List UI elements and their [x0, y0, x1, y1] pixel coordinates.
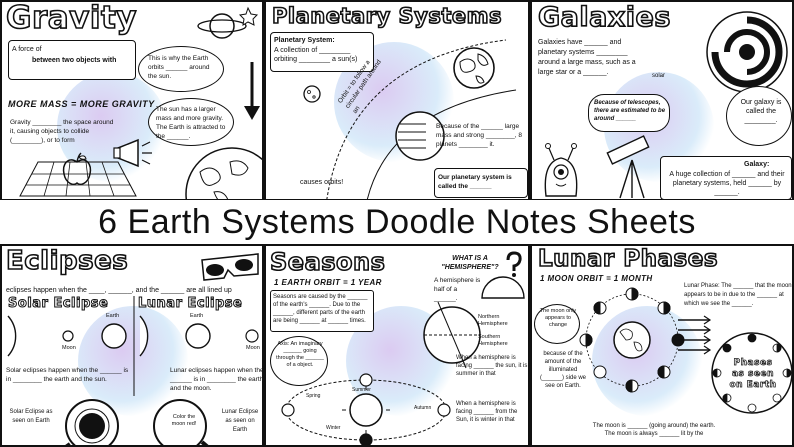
watermark-blob	[592, 306, 702, 416]
force-line1: A force of	[12, 46, 42, 53]
moon-doodle-icon	[303, 85, 321, 103]
mass-slogan: MORE MASS = MORE GRAVITY	[8, 99, 155, 109]
lunar-magnifier-icon	[153, 399, 209, 445]
telescope-text: Because of telescopes, there are estimat…	[594, 100, 666, 122]
facing-winter: When a hemisphere is facing ______ from …	[456, 401, 518, 423]
earth-orbit-eq: 1 EARTH ORBIT = 1 YEAR	[274, 278, 382, 287]
megaphone-icon	[113, 138, 152, 168]
half-sphere-icon	[481, 276, 525, 299]
sun-bubble	[148, 98, 234, 146]
lunar-seen-text: Lunar Eclipse as seen on Earth	[221, 409, 259, 433]
solar-text: Solar eclipses happen when the ______ is…	[6, 367, 129, 383]
solar-eclipse-diagram	[7, 315, 127, 357]
moon-phase-orbit	[579, 287, 685, 393]
southern-label: Southern Hemisphere	[478, 334, 508, 347]
galaxy-heading: Galaxy:	[744, 161, 770, 168]
eclipse-divider	[133, 296, 135, 396]
planetary-def: A collection of ________ orbiting ______…	[274, 47, 358, 63]
eclipse-glasses-icon	[201, 253, 259, 281]
orbit-bubble	[138, 46, 224, 92]
facing-summer: When a hemisphere is facing ______ the s…	[456, 355, 528, 377]
black-hole-icon	[706, 11, 788, 93]
question-mark-icon	[506, 251, 522, 277]
our-galaxy-bubble	[726, 86, 792, 146]
lunar-panel: Lunar Phases 1 MOON ORBIT = 1 MONTH Luna…	[530, 244, 794, 447]
galaxy-def: A huge collection of ______ and their pl…	[669, 171, 785, 196]
eclipses-title: Eclipses	[5, 246, 129, 277]
season-label-autumn: Autumn	[414, 405, 432, 411]
appears-bubble	[534, 304, 580, 344]
tilted-earth-icon	[423, 301, 481, 369]
galaxy-def-box	[660, 156, 792, 199]
hemisphere-question: WHAT IS A "HEMISPHERE"?	[441, 255, 499, 271]
axis-bubble	[270, 336, 328, 386]
solar-moon-label: Moon	[62, 345, 76, 351]
galaxies-panel: Galaxies Galaxies have ______ and planet…	[530, 0, 794, 201]
eclipses-intro: eclipses happen when the ____, ______, a…	[6, 287, 232, 294]
orbit-note: The moon is ______ (going around) the ea…	[592, 423, 716, 437]
our-system-box	[434, 168, 528, 198]
lunar-earth-label: Earth	[190, 313, 204, 319]
alien-icon	[544, 143, 578, 197]
solar-label: solar	[652, 73, 666, 79]
season-label-spring: Spring	[306, 393, 321, 399]
northern-label: Northern Hemisphere	[478, 314, 508, 327]
gravity-panel: Gravity A force of between two objects w…	[0, 0, 264, 201]
phase-def: Lunar Phase: The ______ that the moon ap…	[684, 283, 792, 307]
moon-note-text: Color the moon red!	[171, 414, 197, 427]
phases-seen-text: Phases as seen on Earth	[729, 358, 777, 391]
planetary-heading: Planetary System:	[274, 37, 335, 44]
banner-title: 6 Earth Systems Doodle Notes Sheets	[0, 200, 794, 244]
seasons-cause: Seasons are caused by the ______ of the …	[273, 294, 368, 324]
seasons-cause-box	[270, 290, 374, 332]
phases-circle	[711, 332, 792, 414]
watermark-blob	[78, 306, 188, 416]
causes-orbits-text: causes orbits!	[300, 179, 344, 186]
hemisphere-def: A hemisphere is half of a ______.	[434, 277, 481, 302]
moon-orbit-eq: 1 MOON ORBIT = 1 MONTH	[540, 274, 653, 283]
telescope-icon	[606, 135, 650, 199]
appears-text: The moon only appears to change	[539, 308, 577, 328]
force-box	[8, 40, 136, 80]
our-galaxy-text: Our galaxy is called the ________.	[740, 99, 782, 124]
earth-icon	[453, 47, 495, 89]
solar-earth-label: Earth	[106, 313, 120, 319]
lunar-text: Lunar eclipses happen when the ______ is…	[170, 367, 264, 392]
season-label-winter: Winter	[326, 425, 341, 431]
gravity-space-text: Gravity ________ the space around it, ca…	[10, 119, 114, 144]
planetary-panel: Planetary Systems Planetary System: A co…	[264, 0, 530, 201]
season-label-summer: Summer	[352, 387, 371, 393]
our-system-text: Our planetary system is called the _____…	[438, 174, 512, 190]
galaxies-intro: Galaxies have ______ and planetary syste…	[538, 39, 636, 76]
because-text: Because of the ______ large mass and str…	[436, 123, 523, 148]
lunar-eclipse-diagram	[139, 315, 259, 357]
because-text: because of the amount of the illuminated…	[539, 351, 587, 389]
eclipses-panel: Eclipses eclipses happen when the ____, …	[0, 244, 264, 447]
solar-eclipse-title: Solar Eclipse	[7, 296, 109, 312]
why-orbits-text: This is why the Earth orbits ______ arou…	[148, 55, 210, 80]
lunar-title: Lunar Phases	[537, 246, 719, 273]
sun-rays-icon	[678, 315, 712, 355]
sun-mass-text: The sun has a larger mass and more gravi…	[156, 106, 226, 140]
earth-globe-icon	[185, 147, 262, 199]
seasons-panel: Seasons 1 EARTH ORBIT = 1 YEAR WHAT IS A…	[264, 244, 530, 447]
galaxies-title: Galaxies	[537, 2, 671, 34]
gravity-title: Gravity	[5, 0, 138, 37]
force-line2: between two objects with	[32, 57, 117, 64]
lunar-moon-label: Moon	[246, 345, 260, 351]
planet-doodle	[197, 6, 259, 39]
planetary-title: Planetary Systems	[271, 3, 502, 29]
down-arrow-icon	[244, 62, 260, 120]
planetary-def-box	[270, 32, 374, 72]
lunar-eclipse-title: Lunar Eclipse	[137, 296, 243, 312]
apple-icon	[62, 152, 92, 186]
spacetime-grid-icon	[19, 161, 137, 197]
solar-seen-text: Solar Eclipse as seen on Earth	[9, 409, 53, 424]
telescope-box	[588, 94, 670, 132]
solar-magnifier-icon	[65, 399, 119, 445]
striped-planet-icon	[395, 111, 445, 161]
seasons-title: Seasons	[269, 247, 386, 277]
axis-text: Axis: An imaginary ______ going through …	[276, 341, 324, 368]
seasons-orbit-diagram	[281, 373, 451, 445]
